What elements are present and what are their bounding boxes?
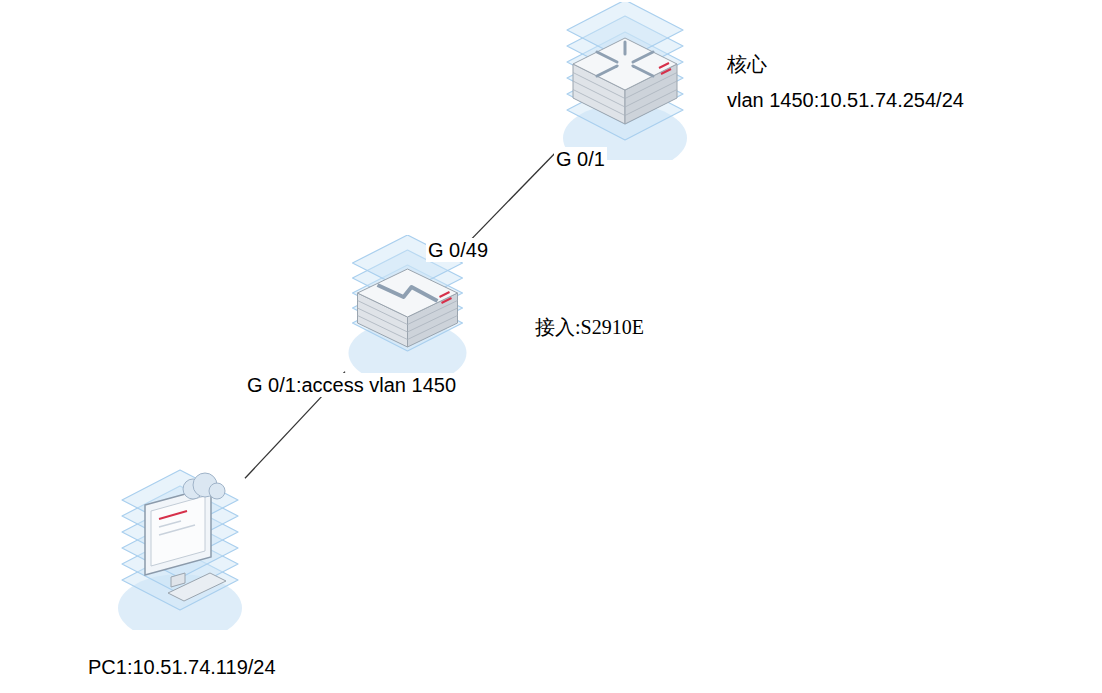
switch-node: 核心vlan 1450:10.51.74.254/24: [560, 2, 690, 160]
node-label: vlan 1450:10.51.74.254/24: [725, 88, 966, 112]
port-label: G 0/1:access vlan 1450: [245, 373, 458, 397]
port-label: G 0/49: [426, 238, 490, 262]
device-icon: [115, 465, 245, 630]
pc-node: PC1:10.51.74.119/24: [115, 465, 245, 630]
link-line: [470, 148, 560, 241]
port-label: G 0/1: [554, 147, 607, 171]
node-label: 核心: [725, 52, 769, 76]
node-label: PC1:10.51.74.119/24: [86, 655, 278, 679]
node-label: 接入:S2910E: [533, 315, 646, 339]
device-icon: [560, 2, 690, 160]
